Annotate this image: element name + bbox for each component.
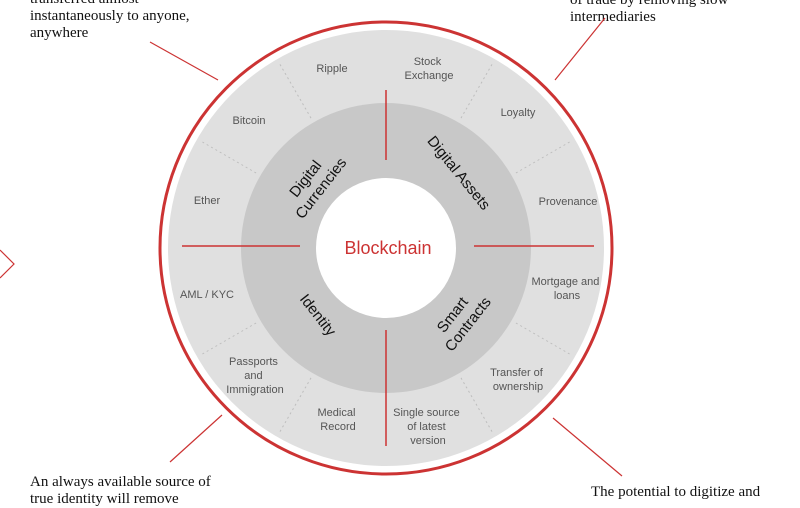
note-bottom-right: The potential to digitize and [591, 484, 760, 501]
note-line: instantaneously to anyone, [30, 8, 190, 24]
outer-item-line: Loyalty [501, 107, 536, 119]
outer-item-loyalty: Loyalty [501, 107, 536, 119]
center-label: Blockchain [344, 238, 431, 258]
outer-item-line: version [410, 435, 445, 447]
dotted-divider [202, 322, 257, 355]
dotted-divider [515, 322, 570, 355]
outer-item-ether: Ether [194, 195, 221, 207]
outer-item-line: Transfer of [490, 367, 544, 379]
connector-line-top-right [554, 17, 606, 81]
outer-item-mortgage-and-loans: Mortgage and loans [532, 276, 603, 302]
outer-item-line: Stock [414, 56, 442, 68]
note-line: anywhere [30, 25, 89, 41]
outer-item-line: ownership [493, 381, 543, 393]
outer-item-line: loans [554, 290, 581, 302]
outer-item-line: Exchange [405, 70, 454, 82]
outer-item-line: Record [320, 421, 355, 433]
dotted-divider [279, 377, 312, 432]
outer-item-line: Medical [318, 407, 356, 419]
dotted-divider [202, 141, 257, 174]
note-line: of trade by removing slow [570, 0, 729, 8]
outer-item-line: Bitcoin [232, 115, 265, 127]
outer-item-line: Immigration [226, 384, 283, 396]
outer-item-ripple: Ripple [316, 63, 347, 75]
outer-item-medical-record: Medical Record [318, 407, 359, 433]
outer-item-bitcoin: Bitcoin [232, 115, 265, 127]
outer-item-transfer-of-ownership: Transfer of ownership [490, 367, 546, 393]
outer-item-stock-exchange: Stock Exchange [405, 56, 454, 82]
dotted-divider [460, 64, 493, 119]
outer-ring-border [158, 20, 614, 476]
connector-line-bottom-left [169, 414, 223, 463]
note-line: An always available source of [30, 474, 211, 490]
edge-arrow [0, 249, 15, 279]
outer-item-line: Provenance [539, 196, 598, 208]
note-line: The potential to digitize and [591, 484, 761, 500]
outer-item-line: of latest [407, 421, 446, 433]
note-top-right: of trade by removing slow intermediaries [570, 0, 728, 26]
outer-item-line: Mortgage and [532, 276, 600, 288]
connector-line-bottom-right [552, 417, 623, 477]
outer-item-line: Single source [393, 407, 460, 419]
connector-line-top-left [149, 41, 219, 81]
dotted-divider [279, 64, 312, 119]
note-line: intermediaries [570, 9, 656, 25]
outer-item-aml-kyc: AML / KYC [180, 289, 234, 301]
outer-item-line: and [244, 370, 262, 382]
outer-item-single-source: Single source of latest version [393, 407, 463, 447]
dotted-divider [460, 377, 493, 432]
outer-ring-dividers [202, 64, 570, 432]
dotted-divider [515, 141, 570, 174]
note-line: transferred almost [30, 0, 190, 8]
center-circle [316, 178, 456, 318]
outer-item-line: AML / KYC [180, 289, 234, 301]
outer-item-line: Ether [194, 195, 221, 207]
outer-item-line: Ripple [316, 63, 347, 75]
note-top-left: transferred almost instantaneously to an… [30, 0, 190, 42]
outer-item-passports-and-immigration: Passports and Immigration [226, 356, 283, 396]
outer-item-provenance: Provenance [539, 196, 598, 208]
outer-item-line: Passports [229, 356, 278, 368]
